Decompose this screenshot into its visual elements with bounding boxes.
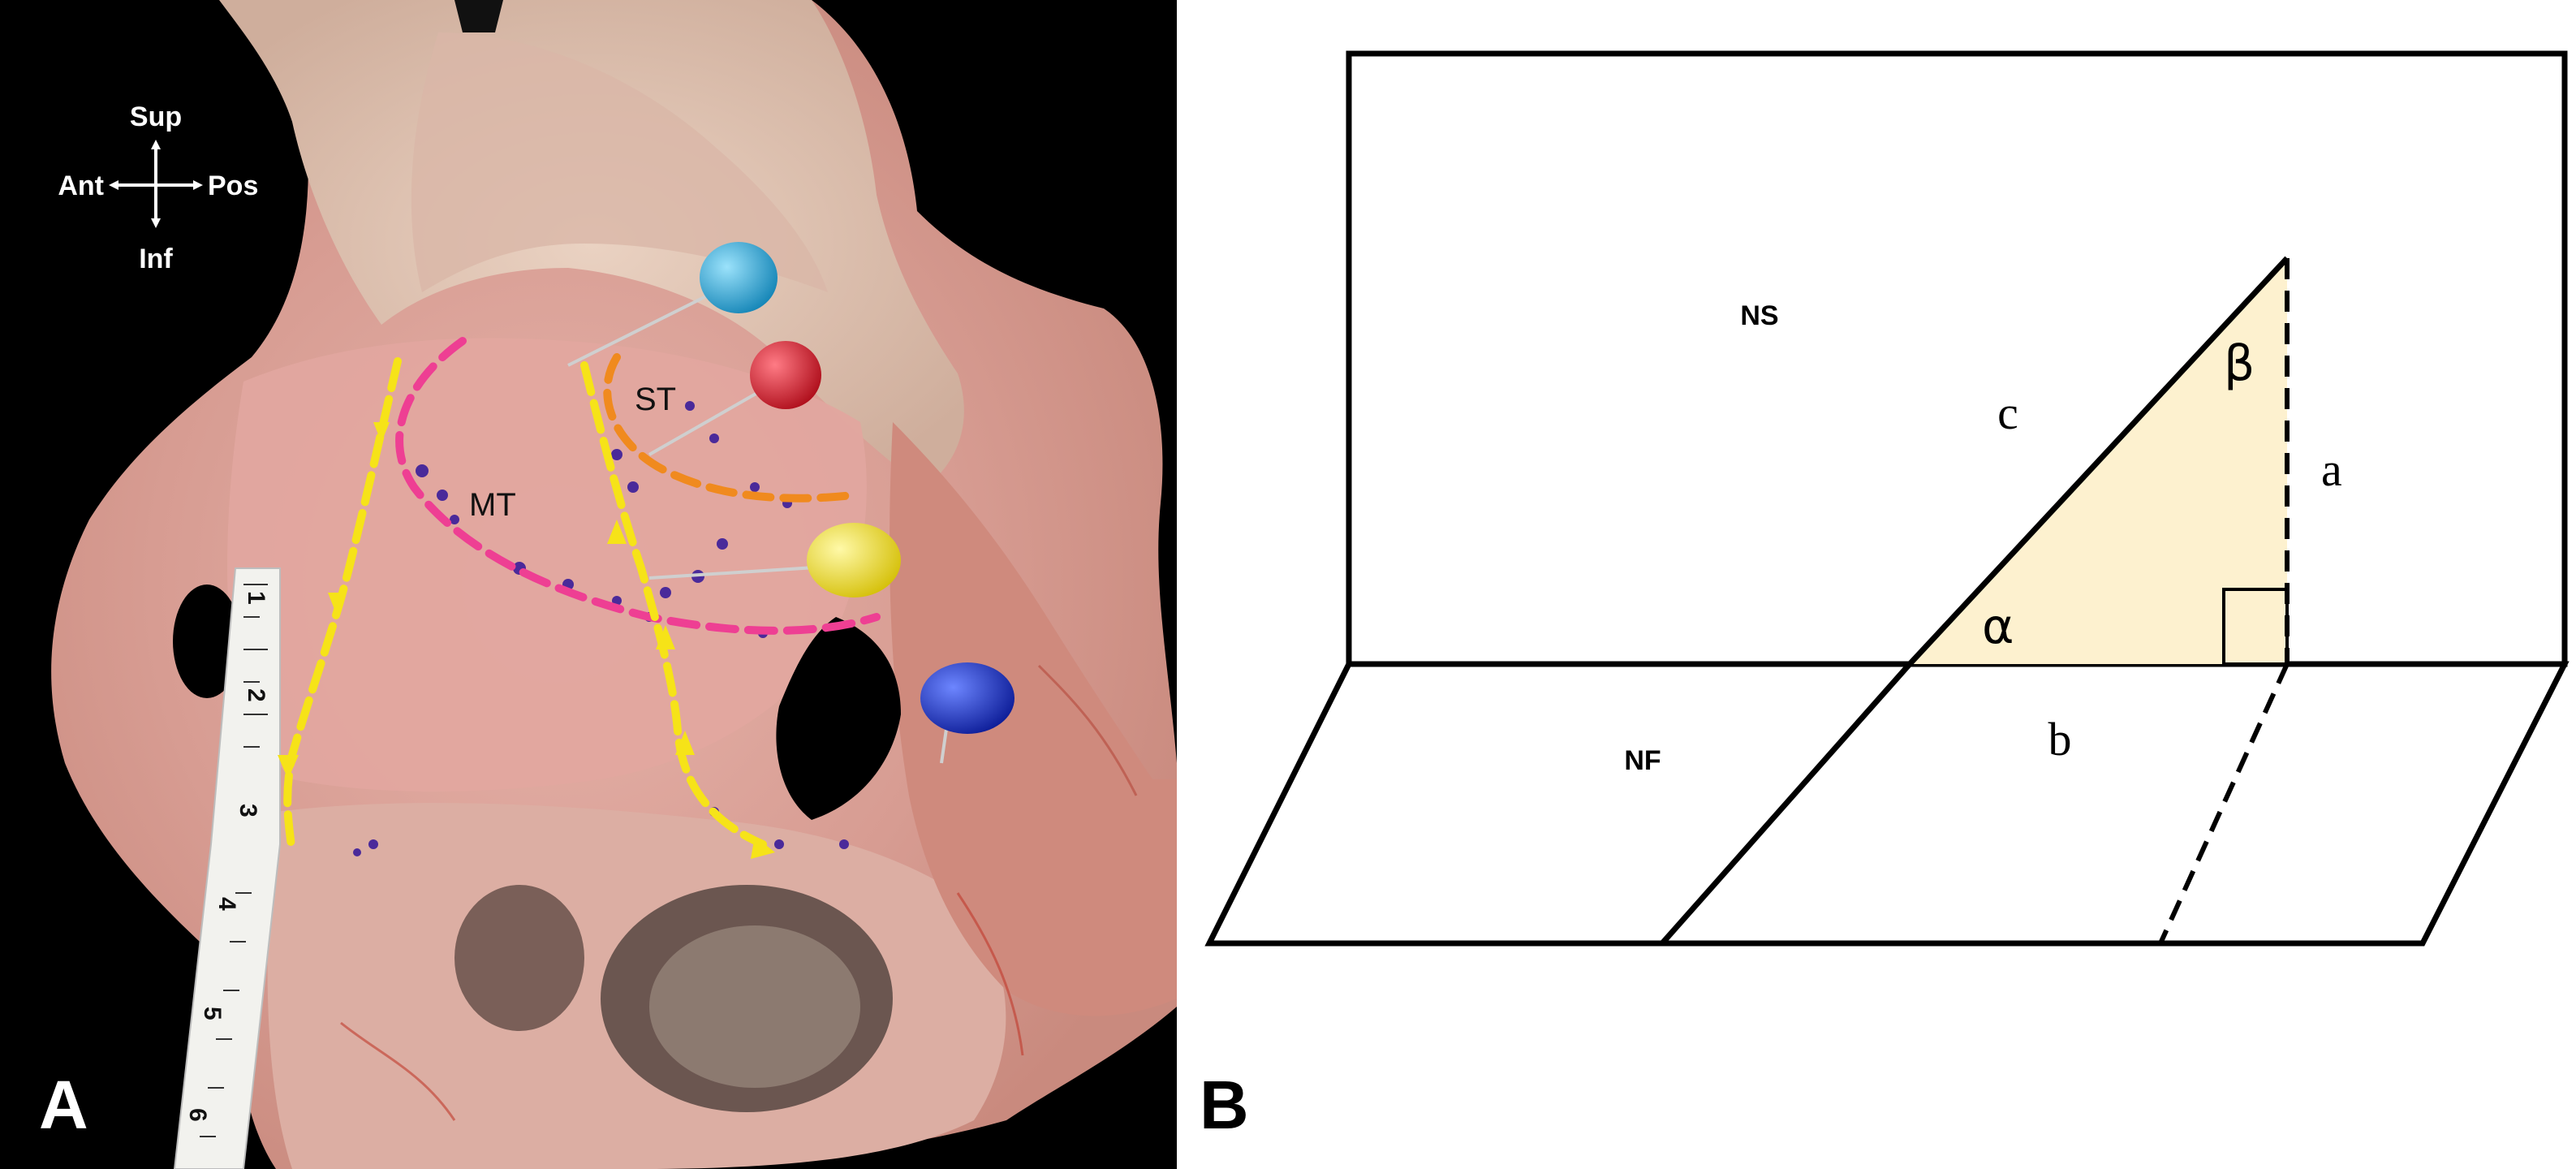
compass-pos: Pos xyxy=(208,170,258,201)
vessel-3 xyxy=(1037,664,1138,796)
yellow-pin xyxy=(648,523,901,597)
label-st: ST xyxy=(635,382,676,417)
label-side-c: c xyxy=(1997,386,2018,439)
plane-nf xyxy=(1204,661,2570,947)
yellow-arrow-right-3 xyxy=(675,731,695,755)
ruler-tick-5: 5 xyxy=(199,1007,226,1020)
ruler-tick-4: 4 xyxy=(213,897,240,911)
ruler-tick-6: 6 xyxy=(184,1108,211,1122)
compass-ant: Ant xyxy=(58,170,104,201)
yellow-arrow-right-2 xyxy=(656,625,675,649)
compass-inf: Inf xyxy=(139,244,173,274)
top-gap xyxy=(454,0,503,32)
ruler-ticks xyxy=(200,584,268,1137)
yellow-arrow-left-1 xyxy=(373,422,390,442)
label-beta: β xyxy=(2224,335,2255,392)
ruler: 1 2 3 4 5 6 xyxy=(173,567,281,1169)
ruler-tick-3: 3 xyxy=(235,804,261,817)
label-side-a: a xyxy=(2321,443,2342,496)
vessel-2 xyxy=(956,892,1024,1056)
ruler-body xyxy=(173,567,281,1169)
panel-a-letter: A xyxy=(39,1067,88,1143)
lower-cavity-left xyxy=(454,885,584,1031)
upper-bone-inner-shadow xyxy=(411,32,828,292)
label-ns: NS xyxy=(1740,300,1778,331)
panel-b-letter: B xyxy=(1200,1067,1249,1143)
yellow-arrow-left-3 xyxy=(278,755,299,779)
label-mt: MT xyxy=(469,487,516,523)
right-angle-marker xyxy=(2222,588,2289,666)
membrane-area xyxy=(227,338,867,792)
dark-blue-pin xyxy=(920,662,1014,764)
obturator-opening-dark xyxy=(776,617,901,820)
label-side-b: b xyxy=(2048,713,2072,766)
panel-b: NS NF a b c α β B xyxy=(1200,50,2570,1143)
plane-ns xyxy=(1346,50,2568,667)
compass-sup: Sup xyxy=(130,101,182,132)
right-tissue xyxy=(890,422,1177,1016)
label-alpha: α xyxy=(1982,598,2014,655)
yellow-line-right xyxy=(580,361,767,848)
yellow-arrow-right-1 xyxy=(607,520,627,544)
lower-cavity-inner xyxy=(649,925,860,1088)
left-foramen xyxy=(173,584,241,698)
yellow-arrow-right-4 xyxy=(751,836,775,859)
light-blue-pin xyxy=(567,242,778,367)
st-boundary-line xyxy=(603,353,856,503)
vessel-1 xyxy=(340,1021,456,1121)
panel-a: 1 2 3 4 5 6 xyxy=(0,0,1177,1169)
yellow-arrow-left-2 xyxy=(328,593,346,615)
mt-boundary-line xyxy=(395,337,881,635)
ruler-tick-1: 1 xyxy=(243,591,269,605)
red-pin xyxy=(648,341,821,456)
yellow-line-left xyxy=(283,357,402,856)
projection-line xyxy=(1660,662,1912,946)
orientation-compass: Sup Inf Ant Pos xyxy=(58,101,258,274)
nf-dashed-line xyxy=(2158,662,2290,945)
side-c-line xyxy=(1907,256,2290,666)
label-nf: NF xyxy=(1624,745,1661,776)
ruler-tick-2: 2 xyxy=(243,688,269,702)
